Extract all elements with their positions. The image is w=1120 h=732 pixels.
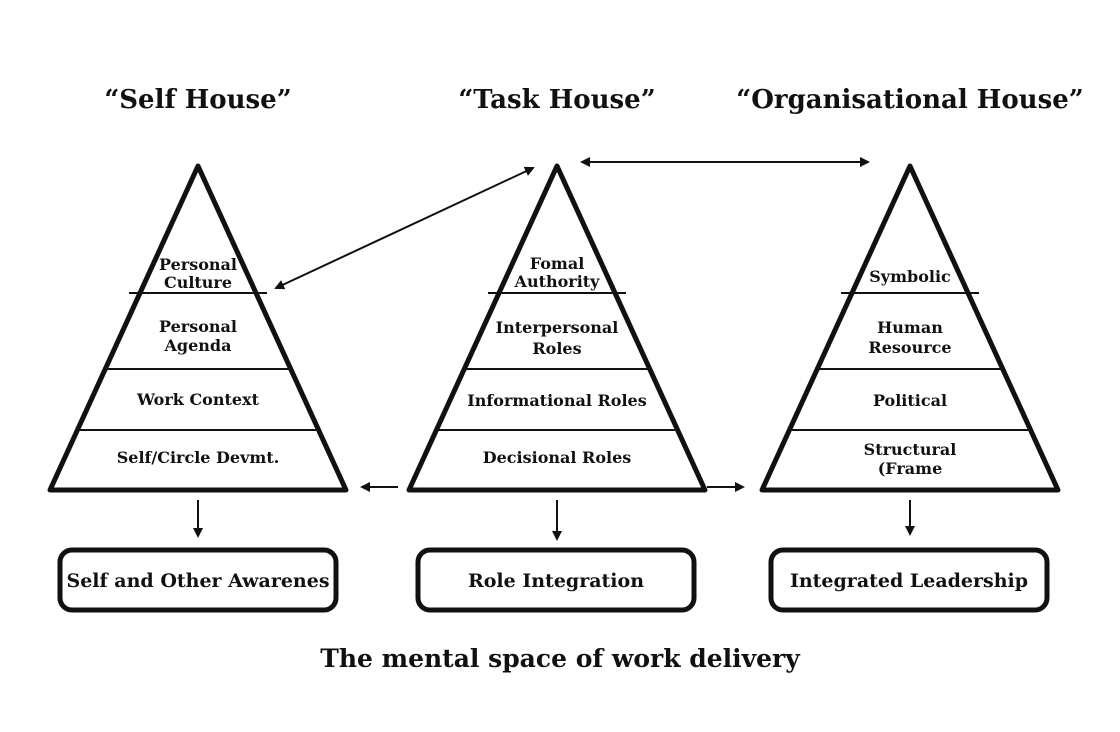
double-arrow-self-task [274,166,535,290]
tier-label: Human [877,318,943,337]
outcome-box-task: Role Integration [415,547,697,613]
tier-label: Fomal [530,254,585,273]
diagram-caption: The mental space of work delivery [320,644,801,673]
tier-label: Agenda [164,336,232,355]
tier-label: Self/Circle Devmt. [117,448,280,467]
tier-label: Resource [868,338,951,357]
tier-label: Culture [164,273,232,292]
house-title-task: “Task House” [458,85,655,115]
tier-label: Roles [532,339,581,358]
tier-label: Structural [864,440,957,459]
tier-label: (Frame [878,459,943,478]
outcome-box-self: Self and Other Awarenes [57,547,339,613]
tier-label: Work Context [136,390,260,409]
outcome-label: Integrated Leadership [790,570,1028,592]
outcome-box-organisational: Integrated Leadership [768,547,1050,613]
tier-label: Political [873,391,947,410]
pyramid-self [47,163,349,493]
tier-label: Personal [159,317,237,336]
tier-label: Authority [514,272,601,291]
outcome-label: Role Integration [468,570,644,592]
outcome-label: Self and Other Awarenes [66,570,329,592]
tier-label: Personal [159,255,237,274]
pyramid-organisational [759,163,1061,493]
tier-label: Decisional Roles [483,448,632,467]
house-title-self: “Self House” [104,85,291,115]
tier-label: Symbolic [869,267,951,286]
pyramid-task [406,163,708,493]
tier-label: Interpersonal [496,318,619,337]
house-title-organisational: “Organisational House” [736,85,1083,115]
tier-label: Informational Roles [467,391,646,410]
